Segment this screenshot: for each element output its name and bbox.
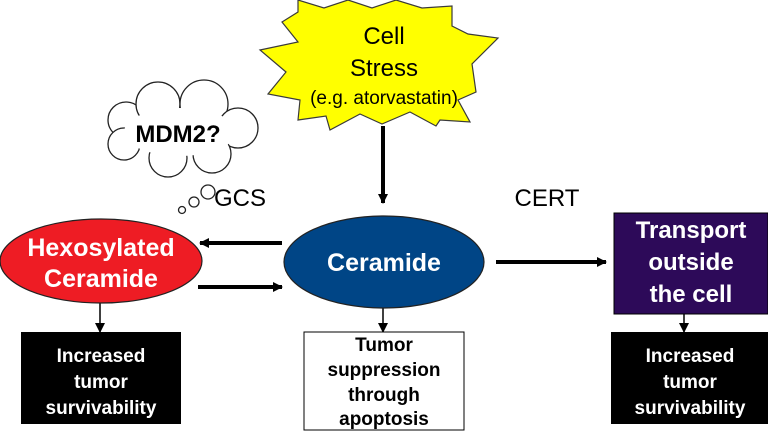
cert-label: CERT (515, 185, 580, 212)
center-outcome-line4: apoptosis (339, 409, 429, 430)
mdm2-cloud-fill (124, 108, 236, 156)
ceramide-label: Ceramide (327, 249, 441, 277)
center-outcome-node (303, 331, 465, 431)
left-outcome-line2: tumor (74, 372, 128, 393)
cell-stress-line1: Cell (363, 23, 404, 50)
left-outcome-node (21, 332, 181, 424)
left-outcome-line3: survivability (46, 398, 157, 419)
transport-line1: Transport (636, 217, 747, 244)
mdm2-label: MDM2? (135, 121, 220, 148)
left-outcome-line1: Increased (57, 346, 146, 367)
center-outcome-line2: suppression (328, 360, 441, 381)
right-outcome-line1: Increased (646, 346, 735, 367)
cell-stress-line3: (e.g. atorvastatin) (310, 88, 458, 109)
right-outcome-line3: survivability (635, 398, 746, 419)
center-outcome-line1: Tumor (355, 335, 413, 356)
cell-stress-burst (258, 0, 500, 131)
right-outcome-node (611, 332, 768, 424)
ceramide-node (283, 215, 485, 309)
hexosylated-line2: Ceramide (44, 265, 158, 293)
gcs-label: GCS (214, 185, 266, 212)
transport-line2: outside (648, 249, 733, 276)
cell-stress-line2: Stress (350, 55, 418, 82)
hexosylated-line1: Hexosylated (27, 234, 174, 262)
transport-line3: the cell (650, 281, 733, 308)
right-outcome-line2: tumor (663, 372, 717, 393)
transport-outside-node (613, 212, 768, 315)
hexosylated-ceramide-node (0, 218, 203, 304)
center-outcome-line3: through (348, 385, 420, 406)
